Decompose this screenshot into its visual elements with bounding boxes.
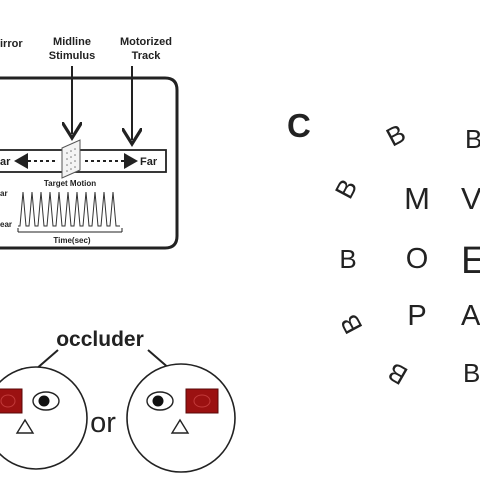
occluder-patch [185,388,219,414]
or-label: or [90,407,116,439]
optotype-letter: B [381,118,410,153]
occluder-patch [0,388,23,414]
optotype-letter: E [461,240,480,282]
midline-stimulus-label-2: Stimulus [49,50,95,62]
optotype-letter: B [334,310,369,339]
nose-icon [170,418,190,434]
midline-stimulus-card [61,139,81,179]
eye-icon [146,391,174,411]
plot-near-label: ear [0,220,12,229]
optotype-letter: M [404,181,430,216]
motorized-track-label-1: Motorized [120,36,172,48]
nose-icon [15,418,35,434]
panel-c-letter: C [287,107,311,144]
optotype-letter: B [465,124,480,154]
panel-c: C B B B M V B O E B P A B B [287,107,480,391]
optotype-letter: P [407,300,426,332]
optotype-letter: B [463,358,480,388]
far-end-label: Far [140,156,158,168]
near-end-label: ar [0,156,11,168]
optotype-letter: A [461,300,480,332]
motorized-track-label-2: Track [132,50,162,62]
target-motion-waveform [18,191,120,227]
optotype-letter: V [461,181,480,216]
panel-b: occluder or [0,328,236,473]
occluder-label: occluder [56,328,144,351]
head-right-occluded [126,363,236,473]
mirror-label: irror [0,38,23,50]
apparatus-box [0,76,179,250]
target-motion-title: Target Motion [44,179,96,188]
time-axis-label: Time(sec) [53,236,91,245]
eye-icon [32,391,60,411]
optotype-letter: B [382,356,412,391]
plot-far-label: ar [0,189,8,198]
optotype-letter: B [339,244,356,274]
head-left-occluded [0,366,88,470]
midline-stimulus-label-1: Midline [53,36,91,48]
panel-a: irror Midline Stimulus Motorized Track a… [0,36,179,250]
optotype-letter: O [406,243,429,275]
optotype-letter: B [329,174,364,203]
